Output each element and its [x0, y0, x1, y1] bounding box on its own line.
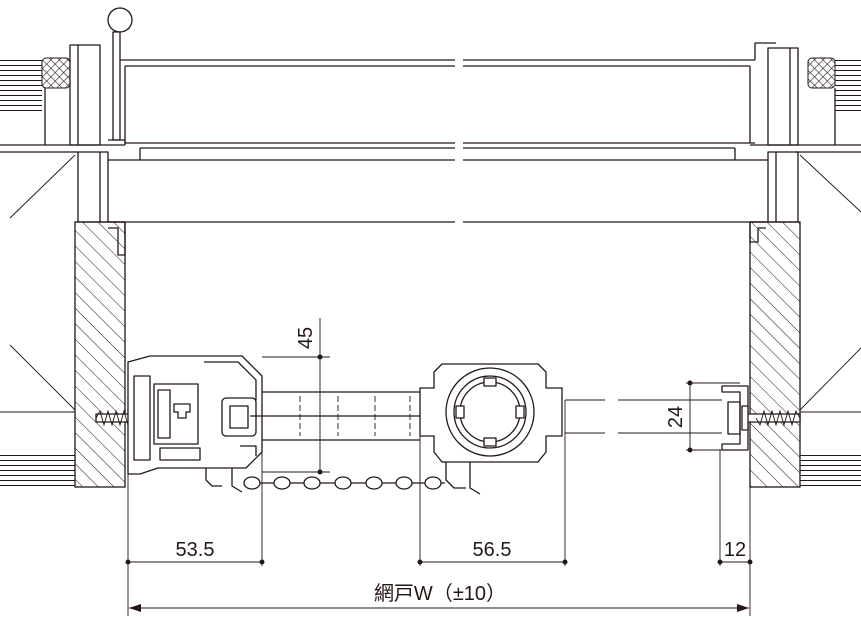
left-cassette-housing — [127, 355, 263, 493]
sash-rails — [108, 59, 768, 223]
dimension-bracket-offset: 12 — [717, 539, 753, 565]
dimension-label-45: 45 — [295, 327, 317, 349]
dimension-right-offset: 56.5 — [417, 539, 568, 565]
bead-chain — [243, 476, 445, 490]
dimension-housing-height: 45 — [295, 318, 323, 475]
dimension-bracket-height: 24 — [665, 380, 693, 453]
right-screw-icon — [741, 405, 801, 431]
right-window-frame — [749, 42, 861, 243]
right-wall — [749, 221, 801, 488]
outer-break-lines — [0, 154, 861, 487]
dimension-left-offset: 53.5 — [125, 539, 265, 565]
handle-bar-housing — [419, 363, 563, 495]
dimension-label-overall-width: 網戸W（±10） — [374, 582, 506, 605]
dimension-overall-width: 網戸W（±10） — [129, 582, 749, 612]
dimension-label-12: 12 — [724, 539, 746, 561]
dimension-label-53-5: 53.5 — [176, 539, 215, 561]
pleated-screen — [250, 391, 440, 441]
dimension-label-56-5: 56.5 — [473, 539, 512, 561]
dimension-label-24: 24 — [665, 406, 687, 428]
left-wall — [74, 221, 126, 488]
knob-handle-icon — [107, 7, 133, 145]
